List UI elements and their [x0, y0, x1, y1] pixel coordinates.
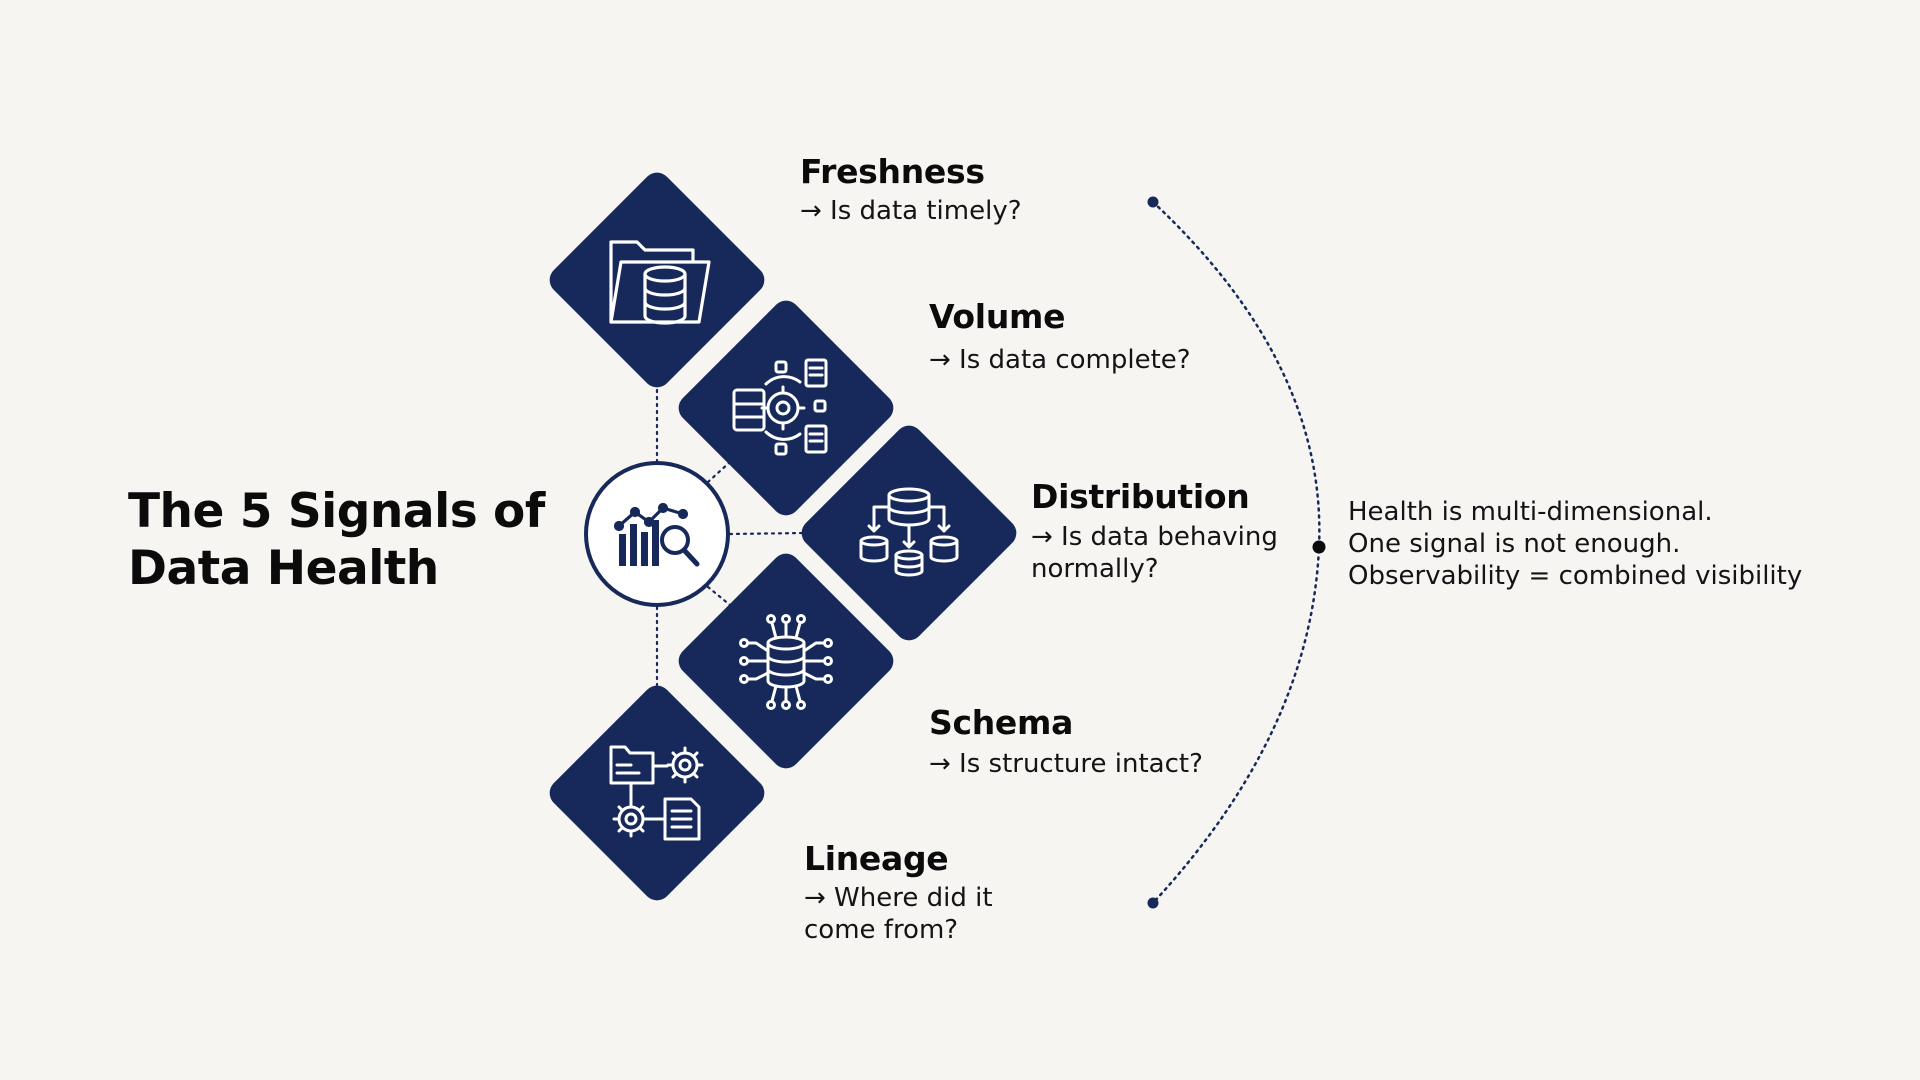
question-line: → Is data behaving	[1031, 522, 1278, 552]
folder-database-icon	[609, 240, 711, 325]
server-gear-documents-icon	[732, 358, 828, 456]
signal-question-distribution: → Is data behaving normally?	[1031, 521, 1278, 585]
arc-mid-dot	[1312, 540, 1326, 554]
diamond-distribution	[801, 425, 1017, 641]
signal-question-lineage: → Where did it come from?	[804, 882, 993, 946]
page-title: The 5 Signals of Data Health	[128, 483, 548, 597]
hub	[584, 461, 730, 607]
title-line-1: The 5 Signals of	[128, 484, 545, 539]
signal-name-schema: Schema	[929, 703, 1074, 742]
signal-name-volume: Volume	[929, 297, 1066, 336]
summary-line-2: One signal is not enough.	[1348, 529, 1681, 559]
question-line: → Is structure intact?	[929, 749, 1203, 779]
diamond-schema	[678, 553, 894, 769]
diamond-volume	[678, 300, 894, 516]
arc-start-dot	[1147, 196, 1159, 208]
question-line: → Is data timely?	[800, 196, 1022, 226]
database-distribution-icon	[859, 487, 959, 577]
title-line-2: Data Health	[128, 541, 439, 596]
summary-text: Health is multi-dimensional. One signal …	[1348, 496, 1868, 592]
summary-line-1: Health is multi-dimensional.	[1348, 497, 1713, 527]
question-line: → Is data complete?	[929, 345, 1191, 375]
question-line: → Where did it	[804, 883, 993, 913]
summary-arc	[1147, 196, 1326, 909]
diamond-freshness	[549, 172, 765, 388]
bar-chart-magnifier-icon	[613, 502, 700, 567]
signal-name-lineage: Lineage	[804, 839, 949, 878]
arc-end-dot	[1147, 897, 1159, 909]
question-line: come from?	[804, 915, 959, 945]
signal-question-freshness: → Is data timely?	[800, 195, 1022, 227]
signal-question-schema: → Is structure intact?	[929, 748, 1203, 780]
connector-distribution	[728, 531, 807, 536]
diamond-lineage	[549, 685, 765, 901]
question-line: normally?	[1031, 554, 1159, 584]
signal-question-volume: → Is data complete?	[929, 344, 1191, 376]
folder-gear-document-flow-icon	[609, 745, 704, 841]
database-network-icon	[739, 614, 833, 710]
summary-line-3: Observability = combined visibility	[1348, 561, 1803, 591]
connector-volume	[706, 460, 732, 484]
signal-name-distribution: Distribution	[1031, 477, 1250, 516]
signal-name-freshness: Freshness	[800, 152, 985, 191]
connector-schema	[706, 585, 732, 607]
connectors	[655, 378, 807, 692]
